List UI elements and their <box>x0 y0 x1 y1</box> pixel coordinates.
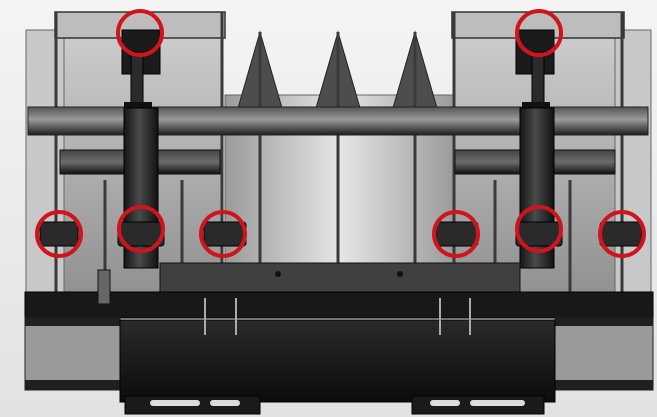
vertical-rods <box>54 12 624 300</box>
mounting-bar <box>159 262 521 294</box>
latch <box>97 269 111 305</box>
bolt <box>397 271 403 277</box>
highlight-circle <box>515 205 563 253</box>
highlight-circle <box>598 210 646 258</box>
outer-box-shading <box>25 318 653 390</box>
left-cylinder <box>121 29 161 269</box>
lower-frame-band <box>24 291 654 319</box>
highlight-circle <box>199 210 247 258</box>
bolt <box>275 271 281 277</box>
lower-face-plate <box>119 319 556 403</box>
pin-lugs <box>39 221 643 247</box>
main-cross-tube <box>27 106 649 136</box>
vertical-pins <box>204 298 471 335</box>
highlight-circle <box>35 210 83 258</box>
highlight-circle <box>515 9 563 57</box>
highlight-circle <box>116 9 164 57</box>
right-outer-box <box>554 317 654 391</box>
highlight-circle <box>117 205 165 253</box>
foot-slots <box>150 400 525 406</box>
highlight-circle <box>432 210 480 258</box>
highlight-circles <box>35 9 646 258</box>
left-outer-box <box>24 317 121 391</box>
